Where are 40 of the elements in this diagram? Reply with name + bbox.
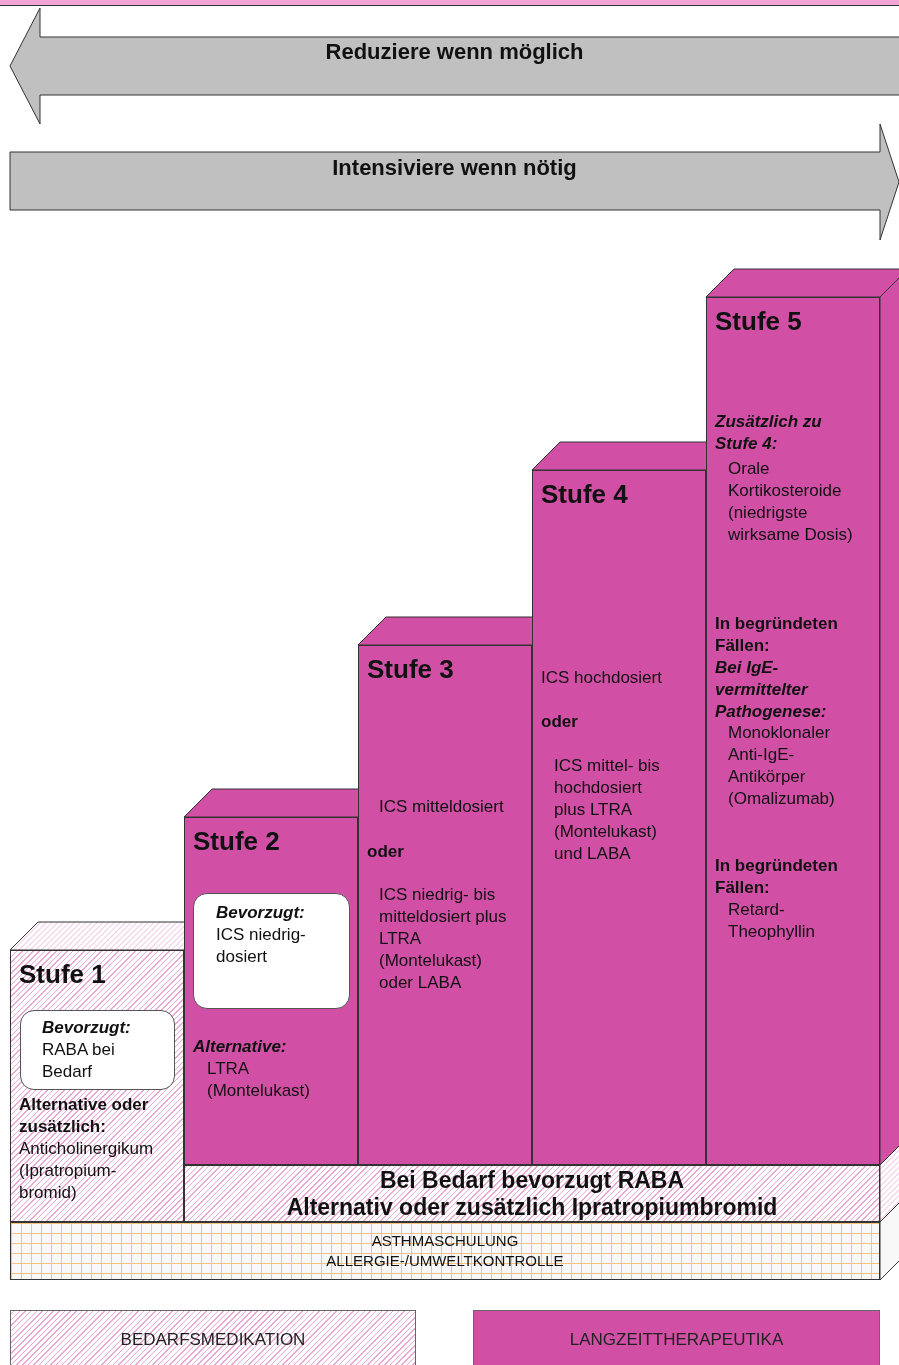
band-text: ASTHMASCHULUNG xyxy=(371,1231,519,1251)
step-heading: Stufe 5 xyxy=(715,306,803,336)
arrow-label: Intensiviere wenn nötig xyxy=(331,155,578,181)
recommendation-card xyxy=(20,1010,175,1090)
step-text: ICS niedrig- bis mitteldosiert plus LTRA (Montelukast) oder LABA xyxy=(379,884,507,994)
step-text: ICS mitteldosiert xyxy=(379,796,505,818)
step-text: RABA bei Bedarf xyxy=(42,1039,116,1083)
band-text: Bei Bedarf bevorzugt RABA xyxy=(379,1166,685,1194)
step-heading: Stufe 1 xyxy=(19,959,107,989)
section-heading: oder xyxy=(541,711,579,733)
step-heading: Stufe 2 xyxy=(193,826,281,856)
base-band xyxy=(184,1165,880,1222)
step-text: Orale Kortikosteroide (niedrigste wirksame Dosis) xyxy=(728,458,854,546)
section-heading: Bevorzugt: xyxy=(216,902,306,924)
legend-label: BEDARFSMEDIKATION xyxy=(120,1330,306,1350)
section-heading: Bevorzugt: xyxy=(42,1017,132,1039)
step-heading: Stufe 4 xyxy=(541,479,629,509)
section-heading: Alternative oder zusätzlich: xyxy=(19,1094,150,1138)
recommendation-card xyxy=(193,893,350,1009)
section-heading: In begründeten Fällen: xyxy=(715,613,839,657)
right-arrow xyxy=(10,124,899,240)
step-text: Retard- Theophyllin xyxy=(728,899,816,943)
section-heading: oder xyxy=(367,841,405,863)
band-text: Alternativ oder zusätzlich Ipratropiumbromid xyxy=(286,1193,778,1221)
left-arrow xyxy=(10,8,899,124)
step-text: ICS niedrig- dosiert xyxy=(216,924,307,968)
step-column xyxy=(10,950,184,1222)
step-text: ICS hochdosiert xyxy=(541,667,663,689)
legend-label: LANGZEITTHERAPEUTIKA xyxy=(569,1330,784,1350)
step-heading: Stufe 3 xyxy=(367,654,455,684)
step-text: LTRA (Montelukast) xyxy=(207,1058,311,1102)
step-text: Monoklonaler Anti-IgE- Antikörper (Omalizumab) xyxy=(728,722,836,810)
step-text: Anticholinergikum (Ipratropium- bromid) xyxy=(19,1138,155,1204)
band-text: ALLERGIE-/UMWELTKONTROLLE xyxy=(326,1251,564,1271)
section-heading: Alternative: xyxy=(193,1036,288,1058)
section-heading: In begründeten Fällen: xyxy=(715,855,839,899)
arrow-label: Reduziere wenn möglich xyxy=(324,39,585,65)
section-heading: Bei IgE- vermittelter Pathogenese: xyxy=(715,657,828,723)
section-heading: Zusätzlich zu Stufe 4: xyxy=(715,411,823,455)
step-text: ICS mittel- bis hochdosiert plus LTRA (Montelukast) und LABA xyxy=(554,755,661,865)
